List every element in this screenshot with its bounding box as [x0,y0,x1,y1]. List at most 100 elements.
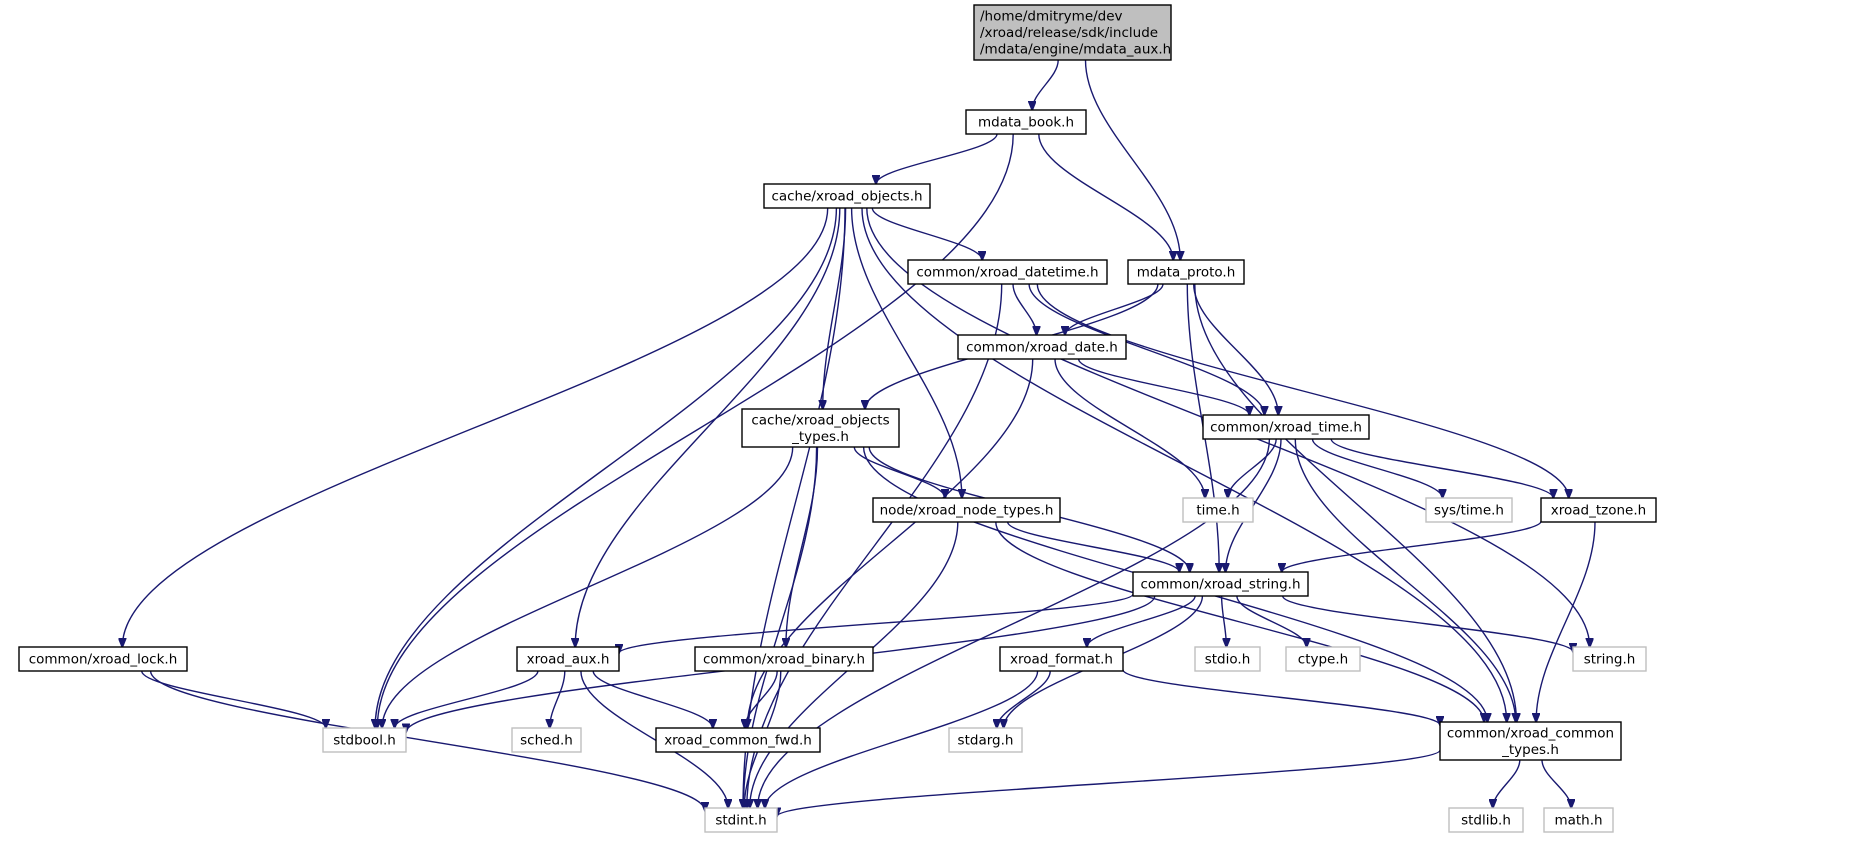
node-label: /home/dmitryme/dev [980,9,1123,25]
node-label: node/xroad_node_types.h [880,503,1054,519]
edge-xroad_datetime-to-xroad_date [1012,283,1037,335]
node-box [1127,259,1245,285]
edge-xroad_date-to-time_h [1054,358,1205,498]
node-box [1132,571,1309,597]
edge-xroad_node_types-to-xroad_common_types [995,521,1484,722]
edge-xroad_date-to-xroad_time [1077,358,1250,415]
node-mdata_book[interactable]: mdata_book.h [965,109,1087,135]
node-xroad_date[interactable]: common/xroad_date.h [957,334,1127,360]
edge-xroad_objects-to-xroad_datetime [871,207,982,260]
node-box [516,646,620,672]
edge-xroad_tzone-to-xroad_common_types [1536,521,1596,722]
edge-xroad_aux-to-stdbool_h [395,670,539,728]
node-xroad_common_types[interactable]: common/xroad_common_types.h [1439,721,1622,761]
node-box [1540,497,1657,523]
node-xroad_lock[interactable]: common/xroad_lock.h [18,646,188,672]
node-label: sched.h [520,733,573,749]
edge-xroad_string-to-xroad_aux [619,593,1134,653]
node-label: sys/time.h [1434,503,1504,519]
edge-xroad_common_types-to-stdlib_h [1493,759,1521,808]
edge-xroad_common_types-to-stdint_h [777,749,1441,816]
node-label: _types.h [791,429,849,445]
node-xroad_objects[interactable]: cache/xroad_objects.h [763,183,931,209]
node-xroad_string[interactable]: common/xroad_string.h [1132,571,1309,597]
node-xroad_tzone[interactable]: xroad_tzone.h [1540,497,1657,523]
node-label: time.h [1196,503,1239,519]
node-label: stdlib.h [1461,813,1511,829]
edge-root-to-mdata_book [1032,59,1059,110]
edge-xroad_lock-to-stdint_h [149,670,705,811]
edge-xroad_format-to-stdint_h [765,670,1039,808]
node-label: mdata_book.h [978,115,1074,131]
edge-xroad_objects_types-to-stdint_h [743,446,818,808]
node-box [1182,497,1254,523]
node-xroad_time[interactable]: common/xroad_time.h [1202,414,1370,440]
node-box [1448,807,1524,833]
node-xroad_common_fwd[interactable]: xroad_common_fwd.h [655,727,821,753]
edge-mdata_book-to-stdbool_h [377,133,1014,728]
node-xroad_objects_types[interactable]: cache/xroad_objects_types.h [741,408,900,448]
node-xroad_binary[interactable]: common/xroad_binary.h [694,646,874,672]
node-layer: /home/dmitryme/dev/xroad/release/sdk/inc… [18,4,1657,833]
node-xroad_aux[interactable]: xroad_aux.h [516,646,620,672]
node-box [704,807,778,833]
node-box [872,497,1061,523]
node-label: stdio.h [1205,652,1251,668]
node-label: cache/xroad_objects [751,412,889,428]
edge-xroad_aux-to-xroad_common_fwd [592,670,713,728]
edge-xroad_objects-to-xroad_aux [575,207,841,647]
node-label: xroad_common_fwd.h [664,733,812,749]
node-label: common/xroad_lock.h [29,652,178,668]
edge-xroad_objects-to-xroad_lock [122,207,829,647]
node-label: common/xroad_string.h [1140,577,1300,593]
edge-xroad_aux-to-stdint_h [580,670,728,808]
node-sched_h: sched.h [511,727,582,753]
node-box [763,183,931,209]
node-label: string.h [1584,652,1636,668]
node-box [965,109,1087,135]
edge-mdata_proto-to-xroad_date [1065,283,1164,335]
node-xroad_datetime[interactable]: common/xroad_datetime.h [907,259,1108,285]
edge-xroad_aux-to-sched_h [550,670,566,728]
node-mdata_proto[interactable]: mdata_proto.h [1127,259,1245,285]
edge-mdata_book-to-xroad_objects [876,133,998,184]
edge-xroad_string-to-ctype_h [1236,595,1307,647]
edge-xroad_string-to-stdio_h [1220,595,1227,647]
node-stdio_h: stdio.h [1194,646,1261,672]
node-box [1285,646,1361,672]
edge-xroad_tzone-to-xroad_string [1282,520,1542,572]
node-box [694,646,874,672]
edge-xroad_datetime-to-xroad_tzone [1036,283,1568,498]
node-label: stdarg.h [958,733,1014,749]
node-xroad_node_types[interactable]: node/xroad_node_types.h [872,497,1061,523]
node-math_h: math.h [1543,807,1614,833]
edge-xroad_common_types-to-math_h [1541,759,1571,808]
edge-mdata_proto-to-xroad_common_types [1194,283,1517,722]
edge-xroad_string-to-string_h [1282,595,1573,652]
edge-xroad_time-to-stdint_h [758,438,1271,808]
node-sys_time_h: sys/time.h [1425,497,1513,523]
node-box [1194,646,1261,672]
edge-xroad_datetime-to-xroad_time [1028,283,1264,415]
node-label: /xroad/release/sdk/include [980,25,1158,41]
node-ctype_h: ctype.h [1285,646,1361,672]
node-label: mdata_proto.h [1137,265,1236,281]
edge-xroad_objects_types-to-xroad_node_types [853,446,945,498]
node-box [511,727,582,753]
node-box [907,259,1108,285]
edge-xroad_time-to-sys_time_h [1311,438,1443,498]
node-stdlib_h: stdlib.h [1448,807,1524,833]
edge-xroad_objects-to-stdint_h [743,207,846,808]
node-box [1425,497,1513,523]
node-label: xroad_format.h [1010,652,1113,668]
node-label: common/xroad_binary.h [703,652,865,668]
node-label: math.h [1554,813,1602,829]
node-box [999,646,1124,672]
node-box [741,408,900,448]
node-label: stdbool.h [333,733,396,749]
edge-xroad_objects-to-xroad_objects_types [823,207,847,409]
edge-xroad_string-to-xroad_format [1087,595,1196,647]
node-xroad_format[interactable]: xroad_format.h [999,646,1124,672]
edge-xroad_binary-to-xroad_common_fwd [745,670,778,728]
